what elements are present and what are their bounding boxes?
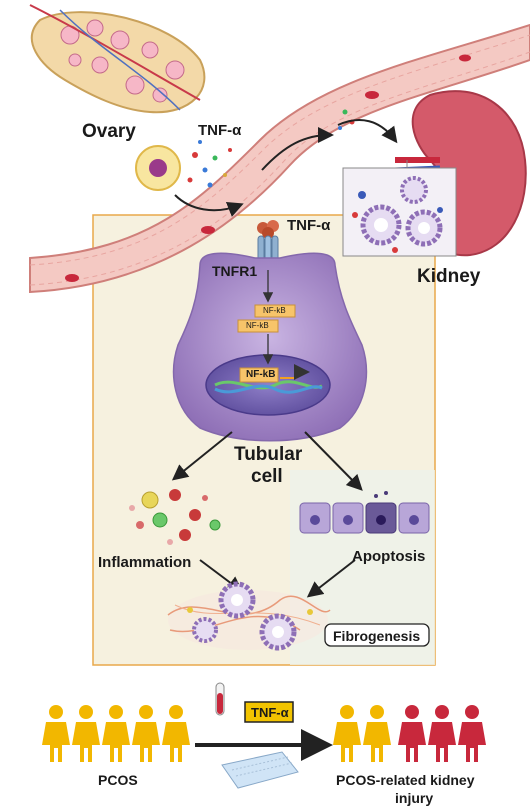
cytokine-dots — [187, 109, 355, 188]
kidney-tissue-inset — [342, 167, 457, 257]
nfkb-box-2 — [237, 319, 279, 333]
fibrogenesis-box — [324, 623, 430, 647]
apoptosis-illustration — [299, 491, 430, 534]
outcome-label-line1: PCOS-related kidney — [336, 772, 475, 788]
pcos-label: PCOS — [98, 772, 138, 788]
tubular-cell-body — [172, 252, 368, 442]
tubular-cell-label-line1: Tubular — [234, 444, 303, 465]
apoptosis-label: Apoptosis — [352, 548, 426, 565]
tnf-alpha-box-label: TNF-α — [251, 705, 289, 720]
tubular-cell-label-line2: cell — [251, 466, 283, 487]
inflammation-illustration — [129, 489, 221, 545]
outcome-people-group — [333, 705, 486, 762]
nfkb-nucleus-label: NF-kB — [246, 369, 276, 380]
ovary-label: Ovary — [82, 121, 136, 142]
nfkb-box-nucleus — [239, 367, 279, 383]
tnf-alpha-receptor-label: TNF-α — [287, 217, 331, 234]
nfkb-label-2: NF-kB — [246, 321, 269, 330]
ovary-illustration — [29, 4, 206, 114]
elisa-plate — [221, 751, 299, 789]
tnf-alpha-box — [244, 701, 294, 723]
outcome-label-line2: injury — [395, 790, 434, 806]
kidney-label: Kidney — [417, 266, 481, 287]
nfkb-box-1 — [254, 304, 296, 318]
fibrogenesis-illustration — [167, 581, 331, 651]
blood-vessel — [29, 23, 530, 294]
ovarian-cell — [135, 145, 181, 191]
tnf-alpha-top-label: TNF-α — [198, 122, 242, 139]
nfkb-label-1: NF-kB — [263, 306, 286, 315]
pcos-people-group — [42, 705, 190, 762]
tnfr1-label: TNFR1 — [212, 263, 258, 279]
fibrogenesis-label: Fibrogenesis — [333, 628, 421, 644]
blood-test-tube — [215, 682, 225, 716]
inflammation-label: Inflammation — [98, 554, 192, 571]
